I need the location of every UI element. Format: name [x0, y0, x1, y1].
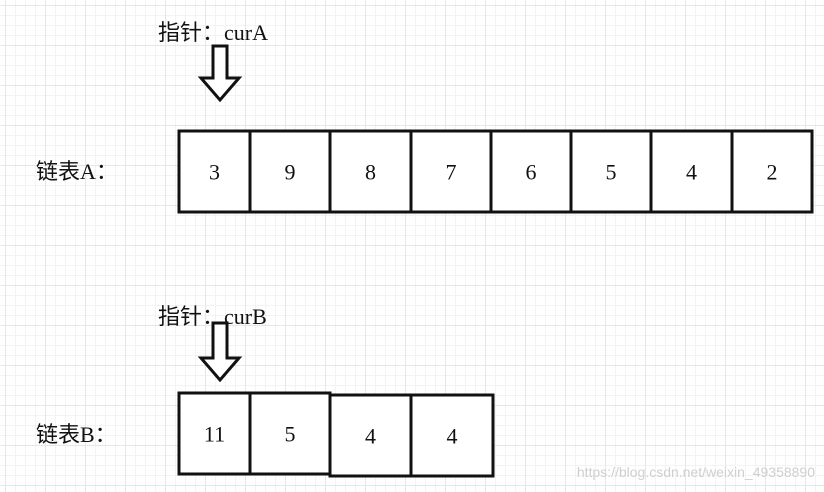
list-label-b: 链表B：	[36, 422, 117, 447]
list-node-box	[248, 129, 332, 214]
list-node-value: 4	[447, 424, 458, 449]
list-node-box	[489, 129, 573, 214]
list-node-box	[569, 129, 653, 214]
list-node-value: 7	[446, 160, 457, 185]
list-node-box	[177, 129, 252, 214]
list-a-nodes: 3 9 8 7 6 5 4 2	[177, 129, 814, 214]
list-node-value: 6	[526, 160, 537, 185]
list-node-value: 11	[204, 422, 225, 447]
list-b-nodes: 11 5 4 4	[177, 391, 495, 478]
list-node-value: 4	[686, 160, 697, 185]
list-label-a: 链表A：	[36, 159, 118, 184]
list-node-box	[248, 391, 332, 476]
list-node-box	[730, 129, 814, 214]
watermark: https://blog.csdn.net/weixin_49358890	[577, 464, 815, 480]
pointer-arrow-b-icon	[197, 321, 243, 383]
list-node-box	[328, 129, 413, 214]
list-node-box	[649, 129, 734, 214]
list-a: 指针：curA 链表A： 3 9 8 7 6 5 4 2	[36, 20, 814, 214]
list-node-value: 5	[606, 160, 617, 185]
list-node-box	[409, 393, 495, 478]
list-node-value: 3	[209, 160, 220, 185]
pointer-arrow-a-icon	[197, 44, 243, 103]
pointer-label-a: 指针：curA	[158, 20, 268, 45]
list-node-value: 2	[767, 160, 778, 185]
list-node-value: 5	[285, 422, 296, 447]
list-node-value: 4	[365, 424, 376, 449]
list-node-value: 9	[285, 160, 296, 185]
list-node-box	[328, 393, 413, 478]
list-node-value: 8	[365, 160, 376, 185]
